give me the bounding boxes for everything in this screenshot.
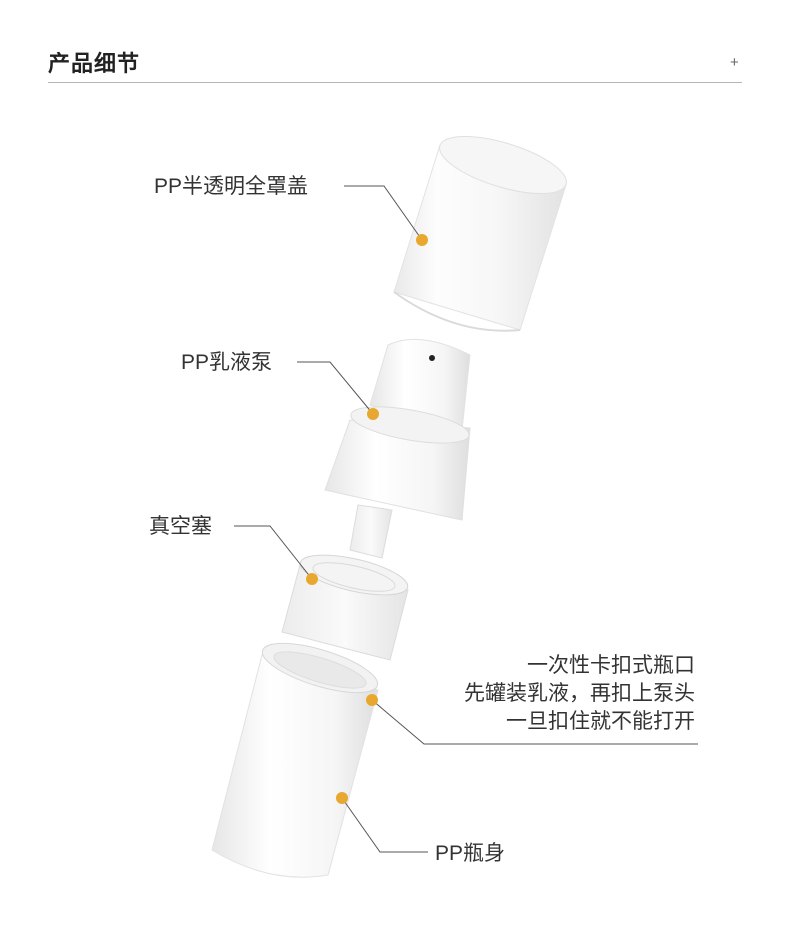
expand-plus-icon[interactable]: +: [730, 54, 739, 71]
cap-part: [393, 135, 567, 332]
pump-part: [324, 338, 471, 559]
label-pump: PP乳液泵: [181, 351, 273, 374]
neck-note: 一次性卡扣式瓶口 先罐装乳液，再扣上泵头 一旦扣住就不能打开: [464, 652, 695, 736]
section-title: 产品细节: [48, 51, 141, 76]
note-line-3: 一旦扣住就不能打开: [506, 710, 695, 733]
bottle-body-part: [211, 642, 379, 878]
leader-lines: [234, 185, 698, 853]
marker-pump: [367, 408, 379, 420]
leader-note: [371, 699, 698, 745]
label-plug: 真空塞: [149, 515, 212, 538]
leader-plug: [234, 525, 313, 580]
note-line-2: 先罐装乳液，再扣上泵头: [464, 682, 695, 705]
nozzle-hole: [429, 355, 435, 361]
marker-cap: [416, 234, 428, 246]
markers: [306, 234, 428, 804]
leader-body: [341, 797, 428, 853]
note-line-1: 一次性卡扣式瓶口: [527, 654, 695, 677]
header-divider: [48, 82, 742, 83]
marker-plug: [306, 573, 318, 585]
leader-pump: [297, 361, 374, 415]
vacuum-plug-part: [281, 554, 409, 661]
marker-neck: [366, 694, 378, 706]
label-cap: PP半透明全罩盖: [154, 175, 309, 198]
marker-body: [336, 792, 348, 804]
label-body: PP瓶身: [435, 842, 506, 865]
leader-cap: [344, 185, 423, 241]
